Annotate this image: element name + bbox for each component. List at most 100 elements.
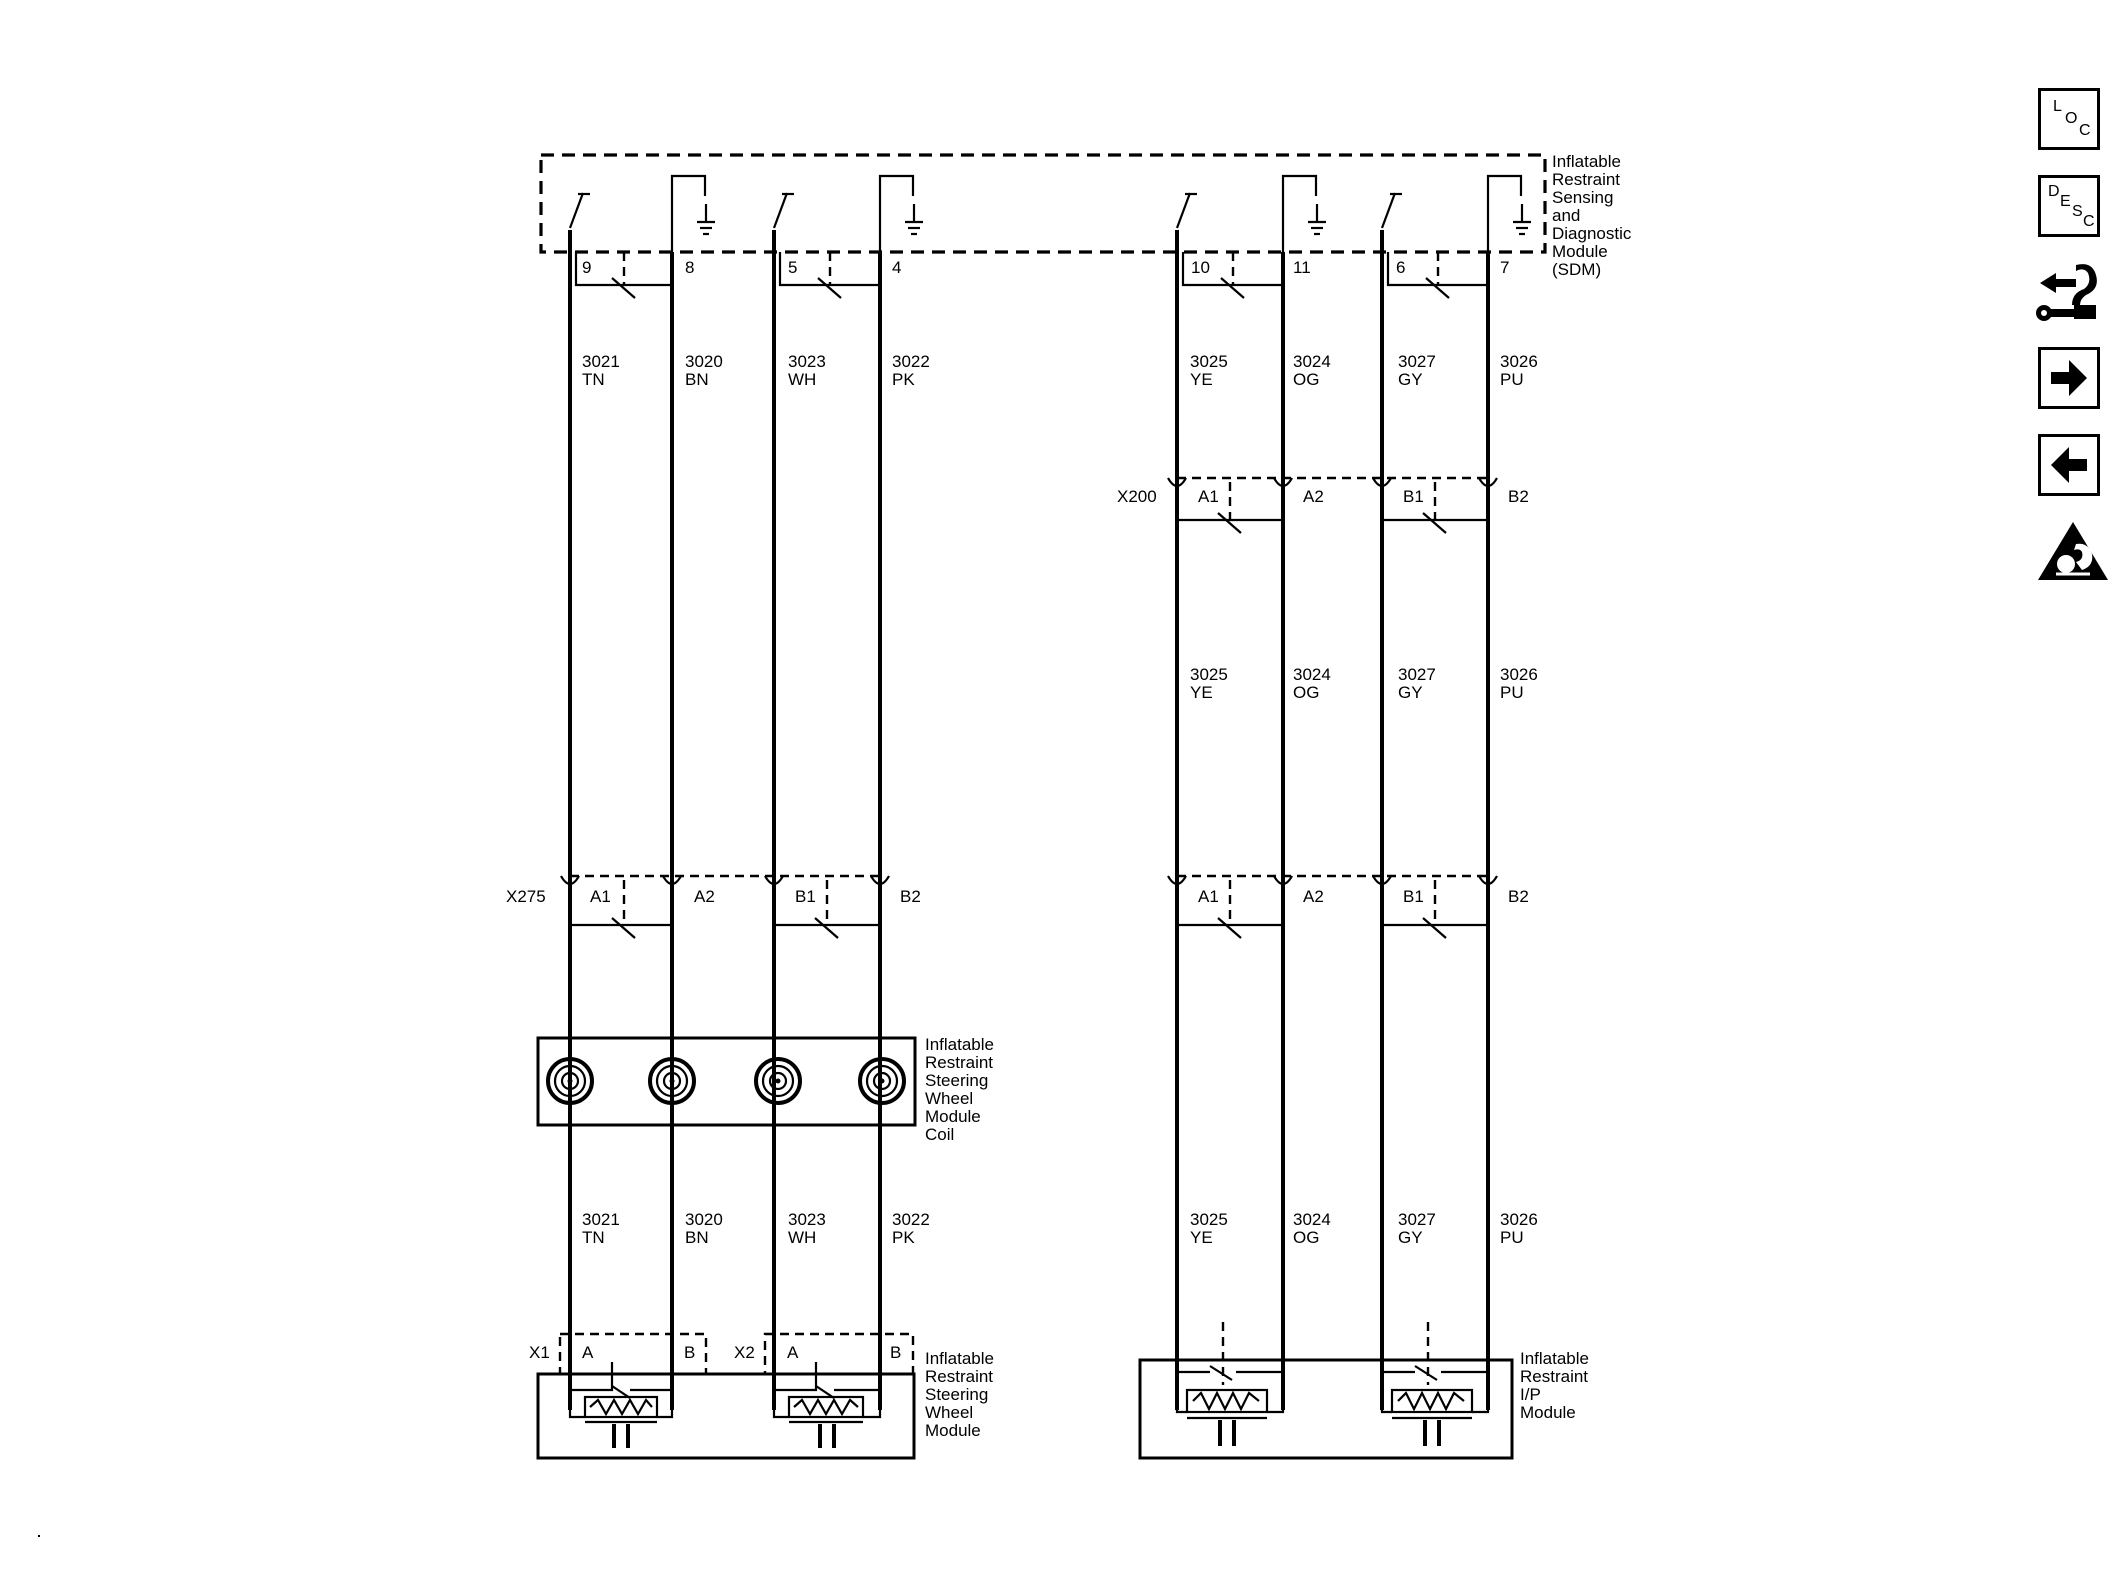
circuit-color: YE xyxy=(1190,1228,1213,1247)
loc-letter-c: C xyxy=(2079,122,2091,139)
squib-icon xyxy=(772,1362,882,1448)
connector-x275-left: X275 A1 A2 B1 B2 xyxy=(506,874,921,939)
sdm-pin-4: 4 xyxy=(892,258,901,277)
ip-module: Inflatable Restraint I/P Module xyxy=(1138,1322,1589,1460)
pin-label: B2 xyxy=(1508,887,1529,906)
pin-label: B xyxy=(890,1343,901,1362)
desc-letter-e: E xyxy=(2060,193,2071,210)
circuit-num: 3027 xyxy=(1398,352,1436,371)
circuit-num: 3024 xyxy=(1293,1210,1331,1229)
circuit-color: YE xyxy=(1190,370,1213,389)
sdm-pin-7: 7 xyxy=(1500,258,1509,277)
steering-module-label-1: Inflatable xyxy=(925,1349,994,1368)
connector-name: X275 xyxy=(506,887,546,906)
circuit-color: OG xyxy=(1293,370,1319,389)
sdm-label-3: Sensing xyxy=(1552,188,1613,207)
arrow-left-icon[interactable] xyxy=(2038,434,2100,496)
circuit-color: OG xyxy=(1293,683,1319,702)
circuit-num: 3021 xyxy=(582,352,620,371)
desc-icon[interactable]: D E S C xyxy=(2038,175,2100,237)
sdm-pin-6: 6 xyxy=(1396,258,1405,277)
loc-letter-l: L xyxy=(2053,98,2062,115)
sdm-outline xyxy=(539,153,1547,254)
steering-module-label-5: Module xyxy=(925,1421,981,1440)
steering-module-label-4: Wheel xyxy=(925,1403,973,1422)
pin-label: B1 xyxy=(795,887,816,906)
desc-letter-d: D xyxy=(2048,183,2060,200)
circuit-num: 3022 xyxy=(892,1210,930,1229)
ip-module-outline xyxy=(1138,1358,1514,1460)
circuit-num: 3027 xyxy=(1398,1210,1436,1229)
squib-icon xyxy=(568,1362,674,1448)
circuit-num: 3026 xyxy=(1500,1210,1538,1229)
sdm-pin-5: 5 xyxy=(788,258,797,277)
pin-label: B2 xyxy=(1508,487,1529,506)
steering-module-label-3: Steering xyxy=(925,1385,988,1404)
circuit-color: PU xyxy=(1500,370,1524,389)
circuit-num: 3025 xyxy=(1190,1210,1228,1229)
circuit-color: PK xyxy=(892,370,915,389)
circuit-color: OG xyxy=(1293,1228,1319,1247)
circuit-color: BN xyxy=(685,370,709,389)
pin-label: A1 xyxy=(1198,887,1219,906)
circuit-color: GY xyxy=(1398,1228,1423,1247)
coil-label-1: Inflatable xyxy=(925,1035,994,1054)
steering-wheel-module: X1 A B X2 A B Inflatable Restraint Steer… xyxy=(529,1332,994,1460)
ip-module-label-1: Inflatable xyxy=(1520,1349,1589,1368)
coil-label-6: Coil xyxy=(925,1125,954,1144)
loc-icon[interactable]: L O C xyxy=(2038,88,2100,150)
scan-dot xyxy=(38,1535,40,1537)
ip-module-label-3: I/P xyxy=(1520,1385,1541,1404)
circuit-num: 3027 xyxy=(1398,665,1436,684)
sdm-internal-contacts xyxy=(568,174,1531,252)
circuit-num: 3022 xyxy=(892,352,930,371)
sdm-label-2: Restraint xyxy=(1552,170,1620,189)
circuit-num: 3024 xyxy=(1293,352,1331,371)
circuit-color: PU xyxy=(1500,683,1524,702)
coil-label-2: Restraint xyxy=(925,1053,993,1072)
coil-spiral-icon xyxy=(546,1057,594,1105)
circuit-num: 3025 xyxy=(1190,352,1228,371)
circuit-num: 3025 xyxy=(1190,665,1228,684)
sdm-label-5: Diagnostic xyxy=(1552,224,1632,243)
circuit-color: WH xyxy=(788,370,816,389)
connector-x275-right: A1 A2 B1 B2 xyxy=(1167,874,1529,939)
wires xyxy=(568,230,1490,1410)
connector-name: X2 xyxy=(734,1343,755,1362)
pin-label: A2 xyxy=(1303,487,1324,506)
squib-icon xyxy=(1175,1360,1285,1446)
pin-label: B xyxy=(684,1343,695,1362)
loc-letter-o: O xyxy=(2065,110,2078,127)
circuit-num: 3026 xyxy=(1500,352,1538,371)
sdm-pin-8: 8 xyxy=(685,258,694,277)
desc-letter-s: S xyxy=(2072,203,2083,220)
pin-label: B2 xyxy=(900,887,921,906)
circuit-color: TN xyxy=(582,370,605,389)
sdm-pin-11: 11 xyxy=(1293,258,1311,277)
circuit-color: PU xyxy=(1500,1228,1524,1247)
circuit-color: GY xyxy=(1398,683,1423,702)
pin-label: A xyxy=(582,1343,594,1362)
ip-module-label-2: Restraint xyxy=(1520,1367,1588,1386)
ip-module-label-4: Module xyxy=(1520,1403,1576,1422)
circuit-num: 3023 xyxy=(788,352,826,371)
circuit-num: 3021 xyxy=(582,1210,620,1229)
sdm-label-6: Module xyxy=(1552,242,1608,261)
circuit-num: 3024 xyxy=(1293,665,1331,684)
pin-label: A2 xyxy=(1303,887,1324,906)
airbag-warning-icon[interactable] xyxy=(2036,518,2110,584)
pin-label: B1 xyxy=(1403,887,1424,906)
arrow-right-icon[interactable] xyxy=(2038,347,2100,409)
desc-letter-c: C xyxy=(2083,213,2095,230)
steering-module-label-2: Restraint xyxy=(925,1367,993,1386)
steering-wheel-coil: Inflatable Restraint Steering Wheel Modu… xyxy=(536,1035,994,1144)
sdm-label-1: Inflatable xyxy=(1552,152,1621,171)
pin-label: B1 xyxy=(1403,487,1424,506)
wiring-repair-icon[interactable] xyxy=(2036,255,2104,331)
pin-label: A1 xyxy=(590,887,611,906)
squib-icon xyxy=(1380,1360,1490,1446)
circuit-color: TN xyxy=(582,1228,605,1247)
circuit-num: 3023 xyxy=(788,1210,826,1229)
